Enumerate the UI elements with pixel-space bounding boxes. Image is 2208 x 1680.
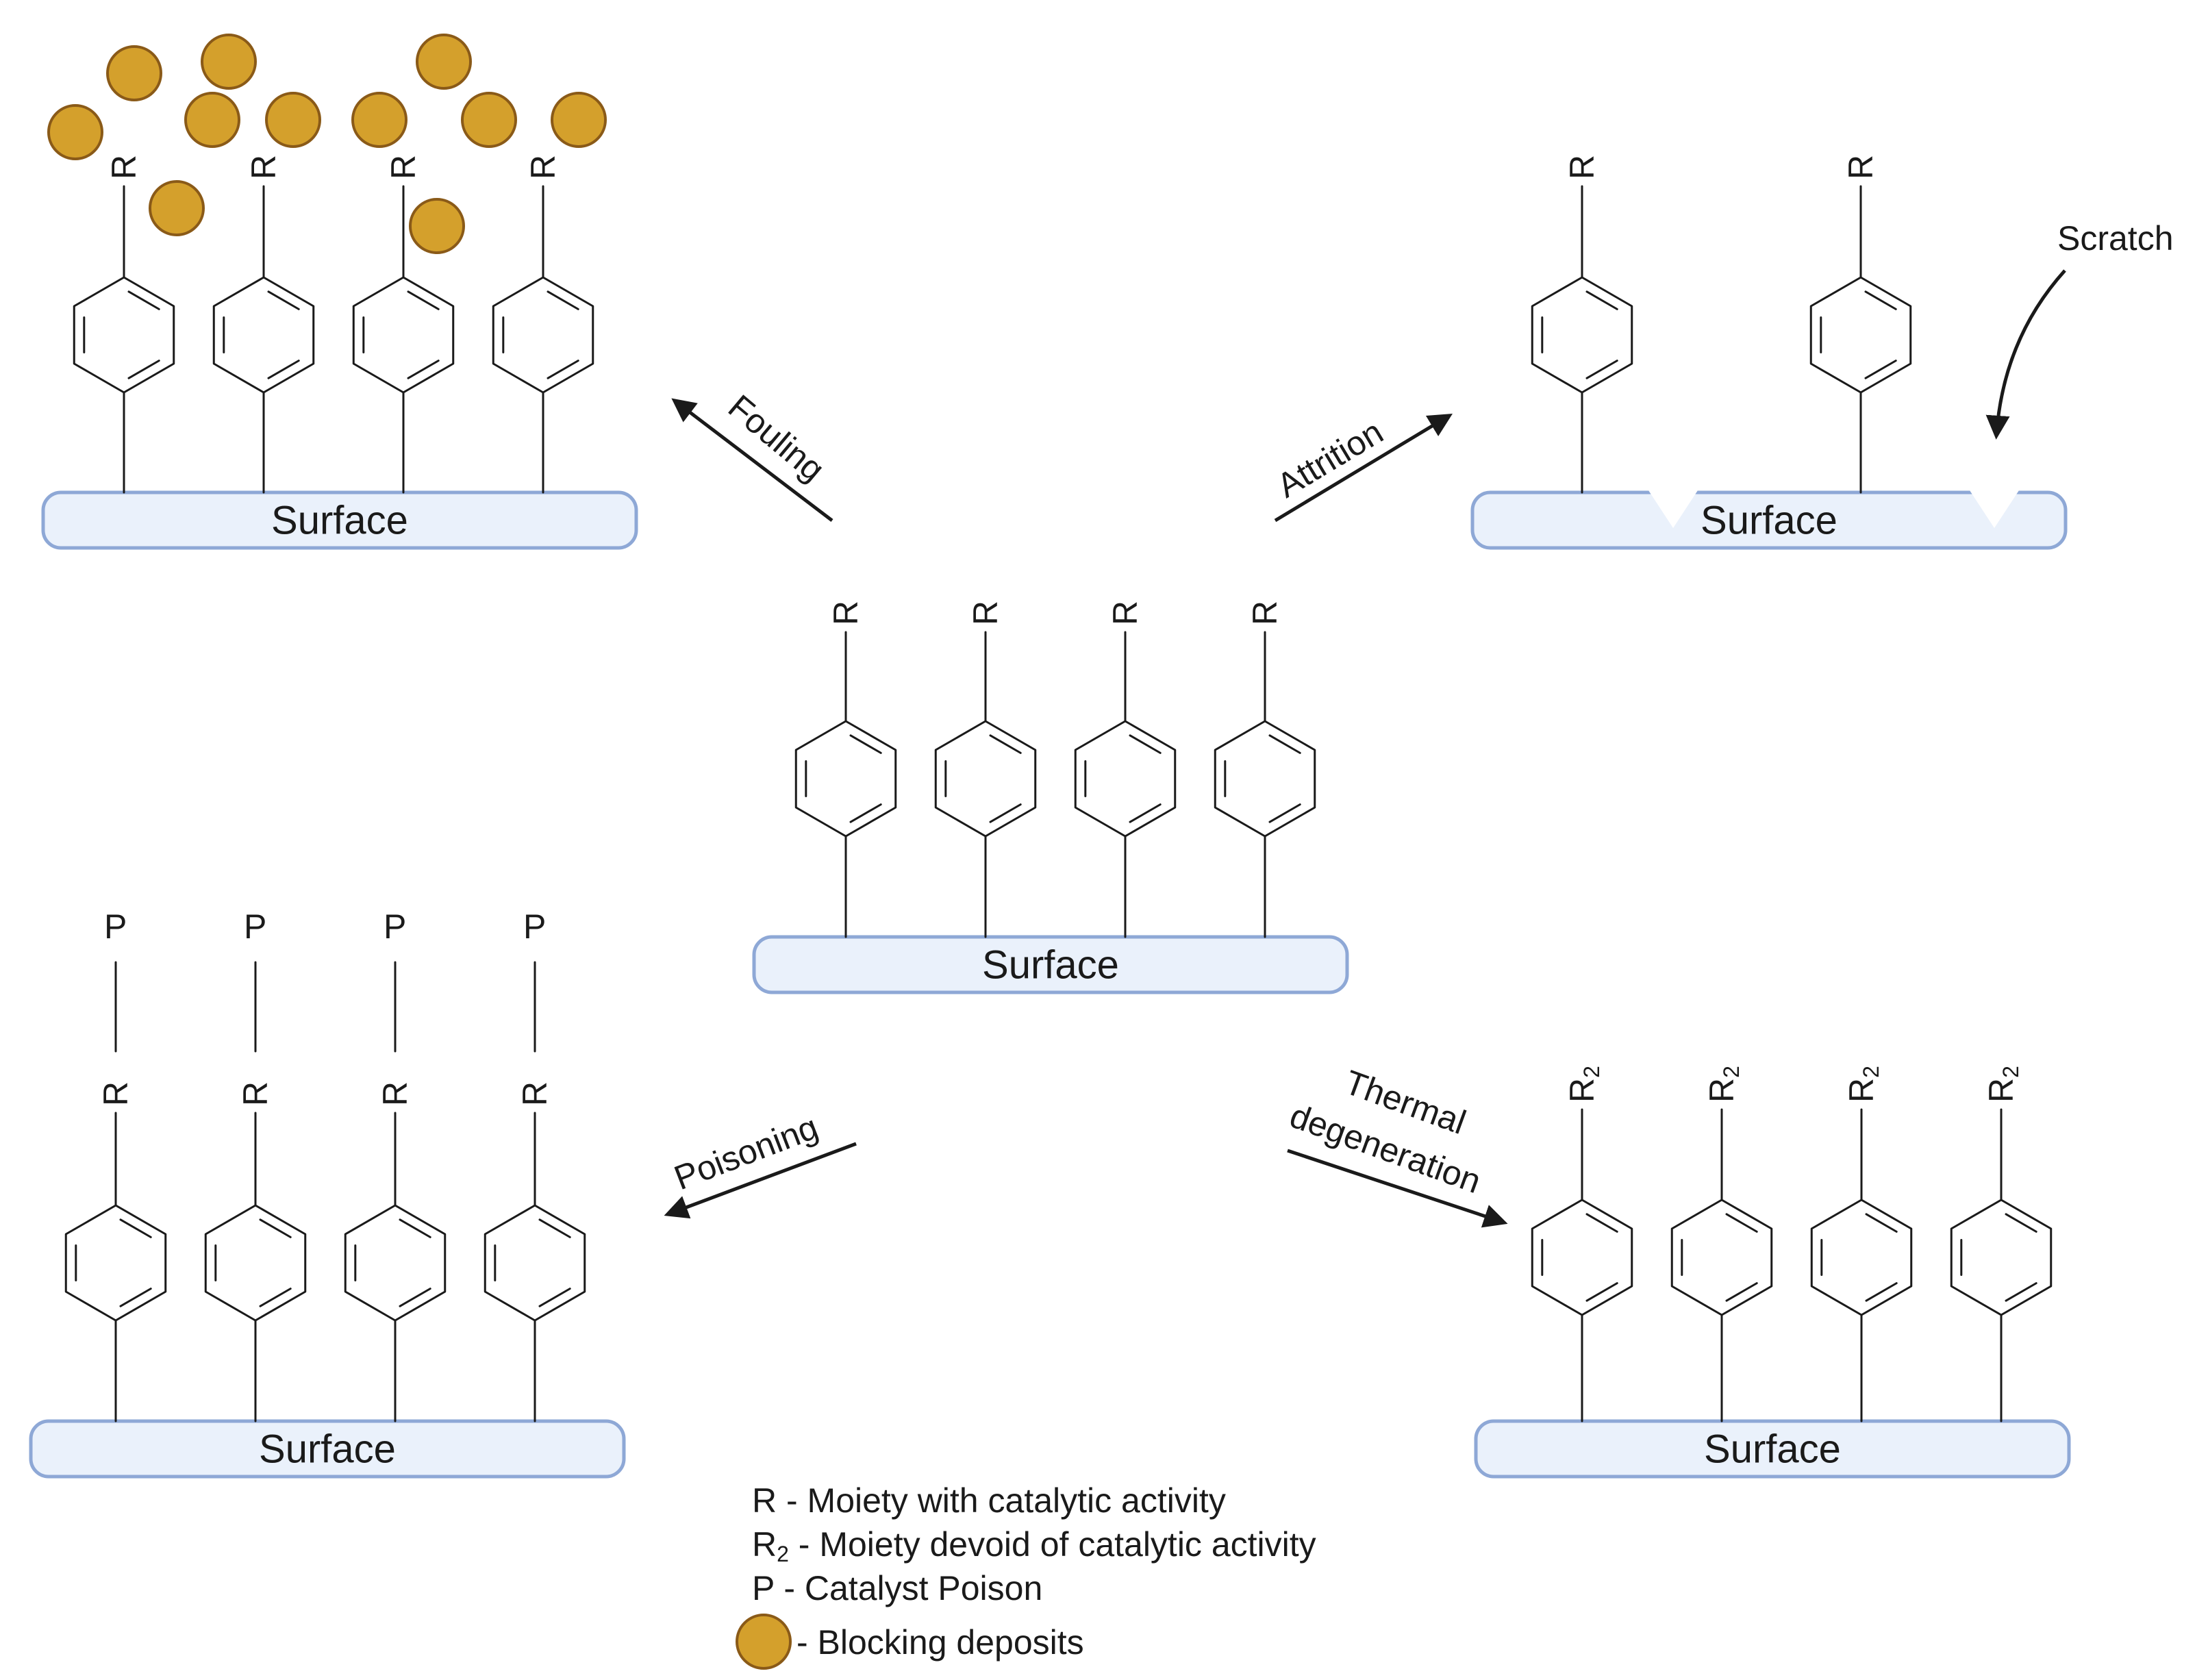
- benzene-molecule: R: [934, 601, 1037, 938]
- r-label: R: [1842, 155, 1880, 179]
- p-label: P: [384, 907, 406, 946]
- benzene-molecule: R: [1074, 601, 1177, 938]
- r-label: R: [516, 1081, 554, 1106]
- r-label: R: [376, 1081, 414, 1106]
- surface-bar: [1474, 1419, 2071, 1479]
- scratch-label: Scratch: [2057, 219, 2174, 258]
- blocking-deposits: [47, 34, 607, 254]
- r2-label: R2: [1842, 1066, 1883, 1103]
- surface-label: Surface: [982, 943, 1119, 988]
- deposit-particle: [184, 92, 240, 148]
- surface-scratch: [1970, 490, 2019, 528]
- attrition-label: Attrition: [1270, 412, 1390, 505]
- attrition-arrow: Attrition: [1270, 412, 1453, 523]
- r-label: R: [966, 601, 1005, 625]
- r-label: R: [1106, 601, 1144, 625]
- benzene-molecule: R: [794, 601, 897, 938]
- panel-fouling: Surface R R R R: [41, 155, 638, 550]
- surface-scratch: [1648, 490, 1698, 528]
- r-label: R: [97, 1081, 135, 1106]
- p-label: P: [244, 907, 266, 946]
- r-label: R: [244, 155, 283, 179]
- surface-bar: [41, 490, 638, 550]
- benzene-molecule: R: [1531, 155, 1633, 494]
- surface-bar: [752, 935, 1349, 994]
- benzene-molecule: RP: [344, 907, 447, 1422]
- legend: R - Moiety with catalytic activity R2 - …: [736, 1481, 1316, 1670]
- r-label: R: [105, 155, 143, 179]
- deposit-particle: [149, 180, 205, 236]
- surface-label: Surface: [1704, 1427, 1841, 1472]
- deposit-particle: [265, 92, 321, 148]
- benzene-molecule: R: [352, 155, 455, 494]
- benzene-molecule: R: [212, 155, 315, 494]
- benzene-molecule: RP: [204, 907, 307, 1422]
- scratch-annotation: Scratch: [1985, 219, 2174, 440]
- r2-label: R2: [1703, 1066, 1744, 1103]
- r-label: R: [1563, 155, 1601, 179]
- benzene-molecule: R: [492, 155, 594, 494]
- benzene-molecule: R: [1809, 155, 1912, 494]
- p-label: P: [523, 907, 546, 946]
- thermal-degeneration-arrow: Thermal degeneration: [1285, 1063, 1508, 1228]
- r-label: R: [827, 601, 865, 625]
- deposit-particle: [47, 104, 103, 160]
- legend-p: P - Catalyst Poison: [752, 1569, 1042, 1607]
- deposit-particle: [201, 34, 257, 90]
- p-label: P: [104, 907, 127, 946]
- poisoning-arrow: Poisoning: [664, 1107, 857, 1219]
- panel-thermal-degeneration: Surface R2 R2 R2 R2: [1474, 1066, 2071, 1479]
- fouling-label: Fouling: [721, 388, 832, 489]
- deposit-particle: [351, 92, 407, 148]
- benzene-molecule: R2: [1950, 1066, 2053, 1422]
- legend-r: R - Moiety with catalytic activity: [752, 1481, 1226, 1520]
- legend-deposits: - Blocking deposits: [796, 1623, 1084, 1662]
- surface-label: Surface: [271, 499, 408, 543]
- surface-label: Surface: [259, 1427, 396, 1472]
- legend-deposit-icon: [736, 1614, 792, 1670]
- r-label: R: [236, 1081, 275, 1106]
- deposit-particle: [106, 45, 162, 101]
- surface-label: Surface: [1701, 499, 1837, 543]
- deposit-particle: [416, 34, 472, 90]
- r2-label: R2: [1982, 1066, 2023, 1103]
- benzene-molecule: R2: [1810, 1066, 1913, 1422]
- deposit-particle: [461, 92, 517, 148]
- benzene-molecule: R: [73, 155, 175, 494]
- benzene-molecule: RP: [484, 907, 586, 1422]
- r-label: R: [524, 155, 562, 179]
- surface-bar: [1470, 490, 2068, 550]
- legend-r2: R2 - Moiety devoid of catalytic activity: [752, 1525, 1316, 1566]
- fouling-arrow: Fouling: [671, 388, 833, 522]
- benzene-molecule: RP: [64, 907, 167, 1422]
- benzene-molecule: R2: [1670, 1066, 1773, 1422]
- panel-attrition: Surface R R: [1470, 155, 2068, 550]
- deposit-particle: [551, 92, 607, 148]
- benzene-molecule: R: [1214, 601, 1316, 938]
- deposit-particle: [409, 198, 465, 254]
- surface-bar: [29, 1419, 626, 1479]
- r2-label: R2: [1563, 1066, 1604, 1103]
- r-label: R: [1246, 601, 1284, 625]
- benzene-molecule: R2: [1531, 1066, 1633, 1422]
- r-label: R: [384, 155, 423, 179]
- panel-fresh-catalyst: Surface R R R R: [752, 601, 1349, 994]
